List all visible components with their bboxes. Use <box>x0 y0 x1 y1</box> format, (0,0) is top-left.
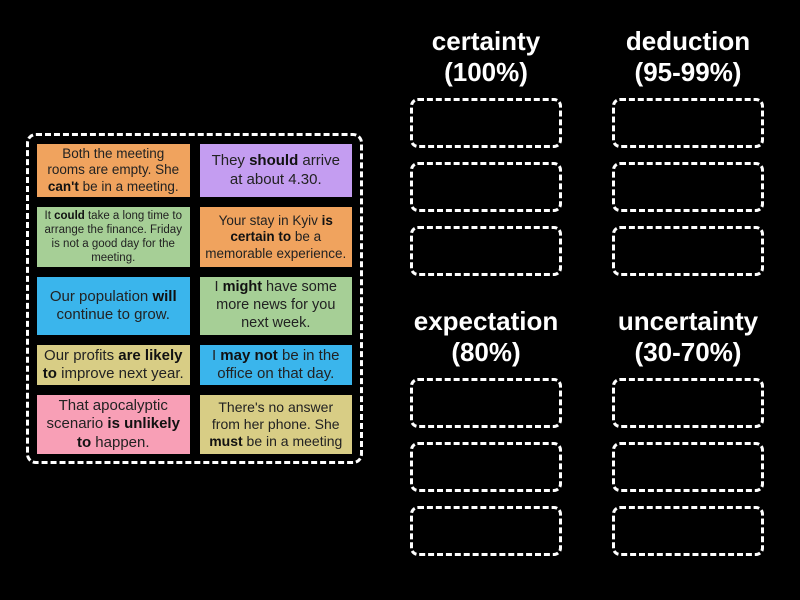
drop-slot[interactable] <box>612 506 764 557</box>
sentence-card[interactable]: They should arrive at about 4.30. <box>197 142 354 200</box>
sentence-card[interactable]: I might have some more news for you next… <box>197 275 354 337</box>
drop-slot[interactable] <box>612 378 764 429</box>
group-title: uncertainty (30-70%) <box>578 306 798 368</box>
sentence-card[interactable]: It could take a long time to arrange the… <box>35 205 192 270</box>
drop-slots <box>410 378 562 557</box>
group-name: deduction <box>625 26 751 56</box>
group-certainty: certainty (100%) <box>410 26 562 290</box>
group-title: certainty (100%) <box>376 26 596 88</box>
sentence-card[interactable]: Both the meeting rooms are empty. She ca… <box>35 142 192 200</box>
group-title: expectation (80%) <box>376 306 596 368</box>
drop-slot[interactable] <box>410 226 562 277</box>
group-range: (100%) <box>444 57 528 88</box>
sentence-card[interactable]: Our population will continue to grow. <box>35 275 192 337</box>
drop-slot[interactable] <box>410 506 562 557</box>
group-title: deduction (95-99%) <box>578 26 798 88</box>
drop-slot[interactable] <box>410 98 562 149</box>
drop-slot[interactable] <box>612 162 764 213</box>
drop-slot[interactable] <box>410 162 562 213</box>
group-range: (30-70%) <box>634 337 742 368</box>
group-uncertainty: uncertainty (30-70%) <box>612 306 764 570</box>
group-name: uncertainty <box>617 306 759 336</box>
group-name: expectation <box>413 306 559 336</box>
drop-slot[interactable] <box>612 442 764 493</box>
sentence-card[interactable]: There's no answer from her phone. She mu… <box>197 393 354 457</box>
group-deduction: deduction (95-99%) <box>612 26 764 290</box>
drop-slots <box>612 378 764 557</box>
drop-slot[interactable] <box>410 442 562 493</box>
group-expectation: expectation (80%) <box>410 306 562 570</box>
sentence-card[interactable]: That apocalyptic scenario is unlikely to… <box>35 393 192 457</box>
sentence-card[interactable]: I may not be in the office on that day. <box>197 342 354 388</box>
source-cards-panel: Both the meeting rooms are empty. She ca… <box>26 133 363 464</box>
drop-slot[interactable] <box>612 226 764 277</box>
group-range: (80%) <box>451 337 521 368</box>
sentence-card[interactable]: Your stay in Kyiv is certain to be a mem… <box>197 205 354 270</box>
drop-slot[interactable] <box>410 378 562 429</box>
drop-slots <box>612 98 764 277</box>
sentence-card[interactable]: Our profits are likely to improve next y… <box>35 342 192 388</box>
group-range: (95-99%) <box>634 57 742 88</box>
group-name: certainty <box>431 26 541 56</box>
drop-slot[interactable] <box>612 98 764 149</box>
drop-slots <box>410 98 562 277</box>
